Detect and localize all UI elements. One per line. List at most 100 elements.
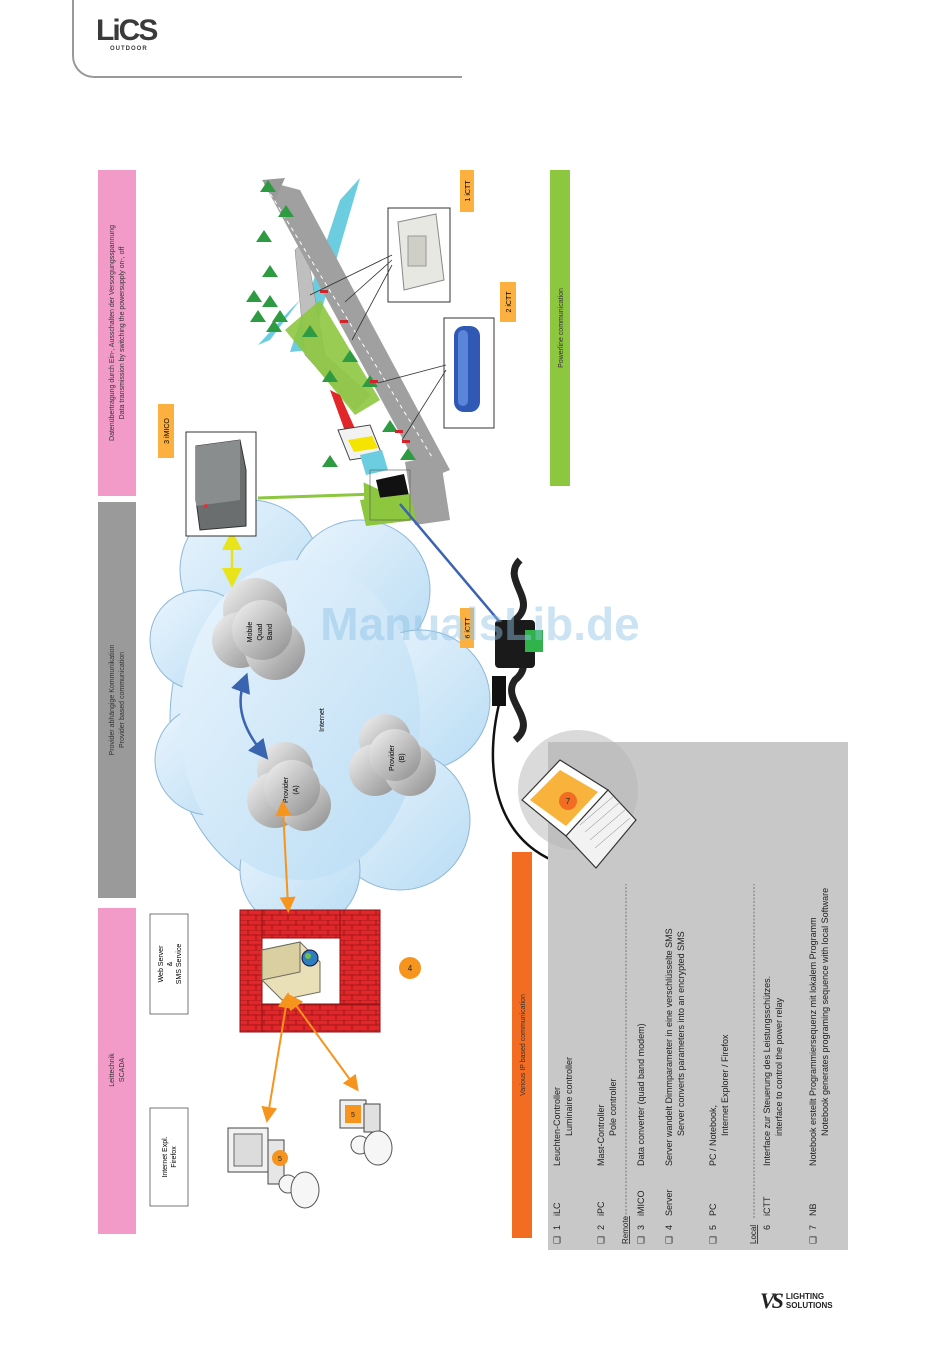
ip-band [512,852,532,1238]
scada-band-en: SCADA [119,1058,126,1082]
legend-item: 6 iCTT Interface zur Steuerung des Leistun… [762,976,784,1230]
arrow-imico-cabinet [257,482,388,507]
legend-de: Server wandelt Dimmparameter in eine ver… [664,928,674,1166]
legend-code: iPC [596,1201,606,1216]
legend-checkbox-icon: ❑ [664,1236,674,1244]
legend-num: 1 [552,1225,562,1230]
ictt-cable-interface [492,557,543,743]
badge-7-text: 7 [566,797,571,806]
legend-num: 5 [708,1225,718,1230]
scada-band-de: Leittechnik [109,1053,116,1087]
legend-code: PC [708,1203,718,1216]
internet-label: Internet [319,708,326,732]
browser-box-line2: Firefox [171,1146,178,1168]
desktop-pc [227,1127,288,1185]
internet-cloud [149,499,491,931]
provider-a-label-1: Provider [283,776,290,803]
street-lamps [320,290,410,443]
legend-de: Mast-Controller [596,1104,606,1166]
logo-sub-text: OUTDOOR [110,46,148,52]
badge-5a-text: 5 [278,1156,282,1163]
badge-5b-text: 5 [351,1112,355,1119]
laptop-pc [339,1099,381,1133]
vs-lighting-logo: VS LIGHTING SOLUTIONS [760,1288,833,1314]
mobile-cloud [212,578,305,680]
legend-code: iCTT [762,1196,772,1216]
powerline-band [550,170,570,486]
provider-band [98,502,136,898]
pointer-1c [351,264,393,341]
tag-imico [158,404,174,458]
legend-de: PC / Notebook, [708,1105,718,1166]
legend-heading: Local [749,1225,758,1244]
legend-de: Interface zur Steuerung des Leistungssch… [762,976,772,1166]
provider-b-label-2: (B) [399,753,406,762]
vs-brand-line2: SOLUTIONS [785,1301,833,1310]
tag-ictt-6-text: 6 iCTT [465,617,472,639]
person-laptop [350,1130,393,1166]
provider-band-de: Provider abhängige Kommunikation [109,644,116,755]
legend-num: 3 [636,1225,646,1230]
legend-en: Internet Explorer / Firefox [720,1034,730,1136]
provider-a-label-2: (A) [293,785,300,794]
server-box-line2: & [167,961,174,966]
power-band-en: Data transmission by switching the power… [119,247,126,420]
ip-band-text: Various IP based communication [520,994,527,1096]
legend-en: Server converts parameters into an encry… [676,931,686,1136]
legend-en: Notebook generates programing sequence w… [820,888,830,1136]
legend-en: Pole controller [608,1078,618,1136]
legend-de: Data converter (quad band modem) [636,1023,646,1166]
legend-de: Notebook erstellt Programmiersequenz mit… [808,917,818,1166]
trees [246,180,416,467]
provider-b-cloud [349,714,436,796]
server-computer [261,941,321,1001]
legend-num: 7 [808,1225,818,1230]
tag-ictt-2 [500,282,516,322]
scada-band [98,908,136,1234]
legend-checkbox-icon: ❑ [596,1236,606,1244]
browser-box-line1: Internet Expl. [162,1136,169,1177]
arrow-server-provider [275,800,296,913]
legend-code: NB [808,1203,818,1216]
legend-num: 6 [762,1225,772,1230]
badge-4-text: 4 [408,964,413,973]
logo-main-text: LiCS [96,14,158,47]
provider-b-label-1: Provider [389,744,396,771]
tag-imico-text: 3 iMICO [164,418,171,444]
legend-de: Leuchten-Controller [552,1087,562,1166]
legend-item: ❑ 3 iMICO Data converter (quad band modem) [636,1023,646,1244]
ictt-device-1 [387,207,451,303]
arrow-provider-mobile [231,672,269,760]
notebook-7 [518,730,638,869]
person-desktop [278,1171,320,1209]
badge-4 [399,957,421,979]
tag-ictt-1-text: 1 iCTT [465,180,472,202]
pointer-2b [401,369,447,441]
legend-code: iLC [552,1202,562,1216]
power-band-de: Datenübertragung durch Ein-, Ausschalten… [109,225,116,441]
mobile-label-3: Band [267,624,274,640]
header-frame [72,0,462,78]
mobile-label-1: Mobile [247,622,254,643]
watermark-text: ManualsLib.de [320,598,639,650]
legend-checkbox-icon: ❑ [636,1236,646,1244]
vs-brand-mark: VS [760,1288,784,1313]
lics-logo: LiCS OUTDOOR [96,14,158,53]
legend-en: interface to control the power relay [774,997,784,1136]
tag-ictt-2-text: 2 iCTT [506,291,513,313]
street-scene [258,178,450,526]
imico-device [185,431,257,537]
pointer-1b [344,259,393,303]
vs-brand-line1: LIGHTING [785,1292,825,1301]
browser-box [149,1107,189,1207]
legend-checkbox-icon: ❑ [552,1236,562,1244]
legend-num: 4 [664,1225,674,1230]
legend-code: iMICO [636,1191,646,1217]
server-box [149,913,189,1015]
ictt-device-2 [443,317,495,429]
link-cabinet-interface [399,503,516,641]
legend-heading: Remote [621,1215,630,1244]
